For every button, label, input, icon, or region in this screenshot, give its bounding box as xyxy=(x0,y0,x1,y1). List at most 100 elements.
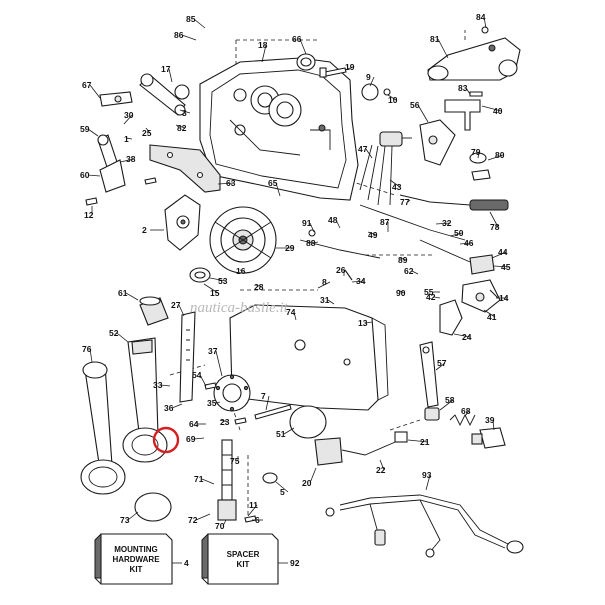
callout-label-84: 84 xyxy=(476,12,486,22)
callout-label-55: 55 xyxy=(424,287,434,297)
callout-leader-43 xyxy=(389,179,401,188)
callout-leader-76 xyxy=(89,348,93,363)
callout-leader-63 xyxy=(217,182,235,185)
callout-leader-93 xyxy=(425,474,431,491)
gear-plate-part-29 xyxy=(209,206,277,274)
callout-label-61: 61 xyxy=(118,288,128,298)
callout-leader-46 xyxy=(459,242,473,245)
callout-leader-86 xyxy=(181,34,197,41)
disc-part-73 xyxy=(134,492,172,522)
spacer-kit-box: SPACER KIT 92 xyxy=(201,533,300,585)
callout-label-51: 51 xyxy=(276,429,286,439)
callout-label-42: 42 xyxy=(426,292,436,302)
callout-label-71: 71 xyxy=(194,474,204,484)
callout-label-33: 33 xyxy=(153,380,163,390)
cover-plate-part-23 xyxy=(229,304,389,411)
callout-leader-91 xyxy=(309,222,315,233)
screw-set xyxy=(85,91,499,523)
callout-leader-78 xyxy=(489,211,499,228)
callout-label-52: 52 xyxy=(109,328,119,338)
rod-part-27 xyxy=(179,311,196,403)
callout-label-38: 38 xyxy=(126,154,136,164)
callout-leader-66 xyxy=(299,38,307,55)
callout-label-81: 81 xyxy=(430,34,440,44)
callout-label-5: 5 xyxy=(280,487,285,497)
callout-label-17: 17 xyxy=(161,64,171,74)
callout-label-74: 74 xyxy=(286,307,296,317)
callout-leader-7 xyxy=(265,395,270,411)
callout-leader-85 xyxy=(193,18,206,29)
connector-part-45 xyxy=(419,239,495,275)
callout-leader-73 xyxy=(127,511,139,521)
callout-label-62: 62 xyxy=(404,266,414,276)
callout-label-44: 44 xyxy=(498,247,508,257)
callout-leader-71 xyxy=(201,478,215,485)
callout-leader-23 xyxy=(219,419,229,423)
callout-label-86: 86 xyxy=(174,30,184,40)
ring-part-66 xyxy=(296,53,316,71)
knob-part-39 xyxy=(471,427,506,449)
callout-label-80: 80 xyxy=(495,150,505,160)
callout-label-31: 31 xyxy=(320,295,330,305)
callout-leader-80 xyxy=(487,154,504,161)
callout-label-16: 16 xyxy=(236,266,246,276)
callout-leader-83 xyxy=(465,87,471,95)
callout-leader-81 xyxy=(437,38,449,59)
callout-leader-10 xyxy=(387,94,397,101)
callout-label-70: 70 xyxy=(215,521,225,531)
callout-leader-49 xyxy=(367,231,377,236)
callout-leader-53 xyxy=(209,277,227,282)
detent-part-2 xyxy=(164,194,201,251)
ring-part-37 xyxy=(213,374,251,412)
callout-leader-56 xyxy=(417,104,429,123)
callout-label-29: 29 xyxy=(285,243,295,253)
callout-leader-62 xyxy=(411,270,419,275)
callout-leader-15 xyxy=(203,283,219,294)
bolt-part-7 xyxy=(254,404,292,420)
callout-leader-17 xyxy=(168,68,173,83)
callout-leader-47 xyxy=(365,148,373,159)
callout-leader-68 xyxy=(464,410,470,417)
callout-label-26: 26 xyxy=(336,265,346,275)
callout-label-37: 37 xyxy=(208,346,218,356)
callout-label-3: 3 xyxy=(182,108,187,118)
callout-label-6: 6 xyxy=(255,515,260,525)
callout-label-9: 9 xyxy=(366,72,371,82)
arm-part-76 xyxy=(80,361,126,495)
callout-leader-38 xyxy=(119,158,135,163)
mounting-kit-line1: MOUNTING xyxy=(114,545,158,554)
callout-leader-88 xyxy=(313,241,319,244)
callout-label-67: 67 xyxy=(82,80,92,90)
callout-label-41: 41 xyxy=(487,312,497,322)
callout-label-53: 53 xyxy=(218,276,228,286)
callout-leader-18 xyxy=(261,44,267,63)
screw-part-84 xyxy=(481,26,489,34)
callout-label-50: 50 xyxy=(454,228,464,238)
callout-leader-13 xyxy=(365,321,373,324)
sleeve-part-61 xyxy=(139,296,169,326)
bracket-part-24-right xyxy=(439,299,463,336)
callout-leader-21 xyxy=(407,439,429,443)
watermark: nautica-basile.it xyxy=(190,300,289,316)
callout-label-18: 18 xyxy=(258,40,268,50)
arm-part-3 xyxy=(139,73,190,116)
callout-label-65: 65 xyxy=(268,178,278,188)
plug-part-80 xyxy=(469,152,491,181)
callout-label-75: 75 xyxy=(230,456,240,466)
callout-label-59: 59 xyxy=(80,124,90,134)
callout-leader-45 xyxy=(493,265,510,268)
callout-label-14: 14 xyxy=(499,293,509,303)
callout-label-27: 27 xyxy=(171,300,181,310)
callout-leader-51 xyxy=(283,427,295,435)
callout-label-77: 77 xyxy=(400,197,410,207)
callout-label-20: 20 xyxy=(302,478,312,488)
callout-label-39: 39 xyxy=(485,415,495,425)
callout-leader-30 xyxy=(123,114,133,125)
callout-label-76: 76 xyxy=(82,344,92,354)
callout-leader-50 xyxy=(449,232,463,237)
mounting-hardware-kit-box: MOUNTING HARDWARE KIT 4 xyxy=(94,533,189,585)
callout-leader-36 xyxy=(171,403,183,409)
callout-leader-74 xyxy=(293,311,297,321)
mounting-kit-ref: 4 xyxy=(184,558,189,568)
callout-label-25: 25 xyxy=(142,128,152,138)
